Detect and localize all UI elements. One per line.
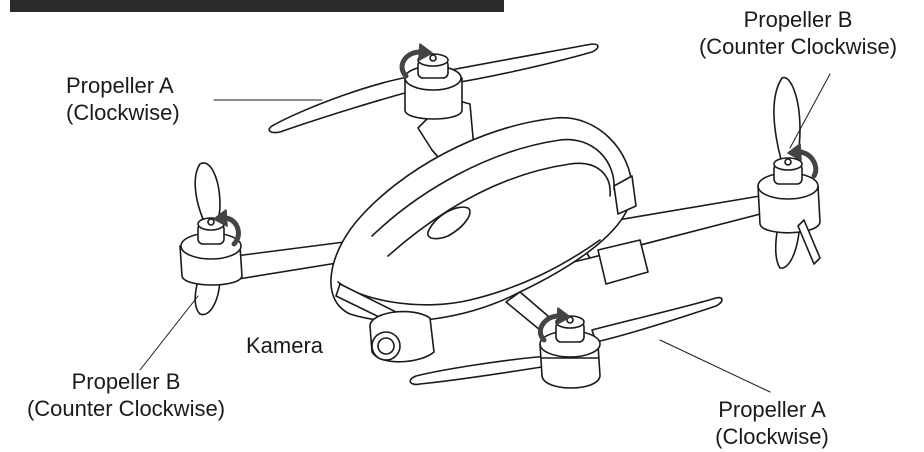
callout-propeller-b-left: Propeller B (Counter Clockwise) bbox=[8, 368, 244, 422]
label-direction: (Clockwise) bbox=[66, 100, 180, 125]
callout-propeller-b-right: Propeller B (Counter Clockwise) bbox=[680, 6, 916, 60]
callout-propeller-a-bottom: Propeller A (Clockwise) bbox=[698, 396, 846, 450]
header-bar bbox=[10, 0, 504, 12]
leader-line-prop-a-bottom bbox=[659, 339, 771, 393]
label-direction: (Counter Clockwise) bbox=[26, 396, 226, 421]
label-direction: (Counter Clockwise) bbox=[698, 34, 898, 59]
label-name: Propeller A bbox=[718, 397, 826, 422]
label-name: Propeller A bbox=[66, 73, 174, 98]
propeller-right bbox=[757, 76, 821, 269]
label-camera: Kamera bbox=[246, 333, 324, 358]
propeller-left bbox=[179, 162, 243, 316]
label-direction: (Clockwise) bbox=[715, 424, 829, 449]
leader-line-prop-b-left bbox=[139, 295, 199, 371]
propeller-bottom bbox=[409, 296, 723, 389]
rotation-arrow-right-icon bbox=[787, 143, 819, 179]
drone-body bbox=[330, 117, 637, 335]
camera-gimbal bbox=[369, 310, 435, 363]
callout-propeller-a-top: Propeller A (Clockwise) bbox=[66, 72, 180, 126]
label-name: Propeller B bbox=[743, 7, 853, 32]
propeller-top bbox=[268, 43, 599, 134]
label-name: Propeller B bbox=[71, 369, 181, 394]
rotation-arrow-top-icon bbox=[399, 43, 433, 79]
rotation-arrow-bottom-icon bbox=[537, 307, 571, 343]
callout-camera: Kamera bbox=[246, 332, 323, 359]
leader-line-prop-b-right bbox=[789, 73, 831, 149]
rotation-arrow-left-icon bbox=[213, 209, 241, 247]
leader-lines bbox=[139, 73, 831, 393]
